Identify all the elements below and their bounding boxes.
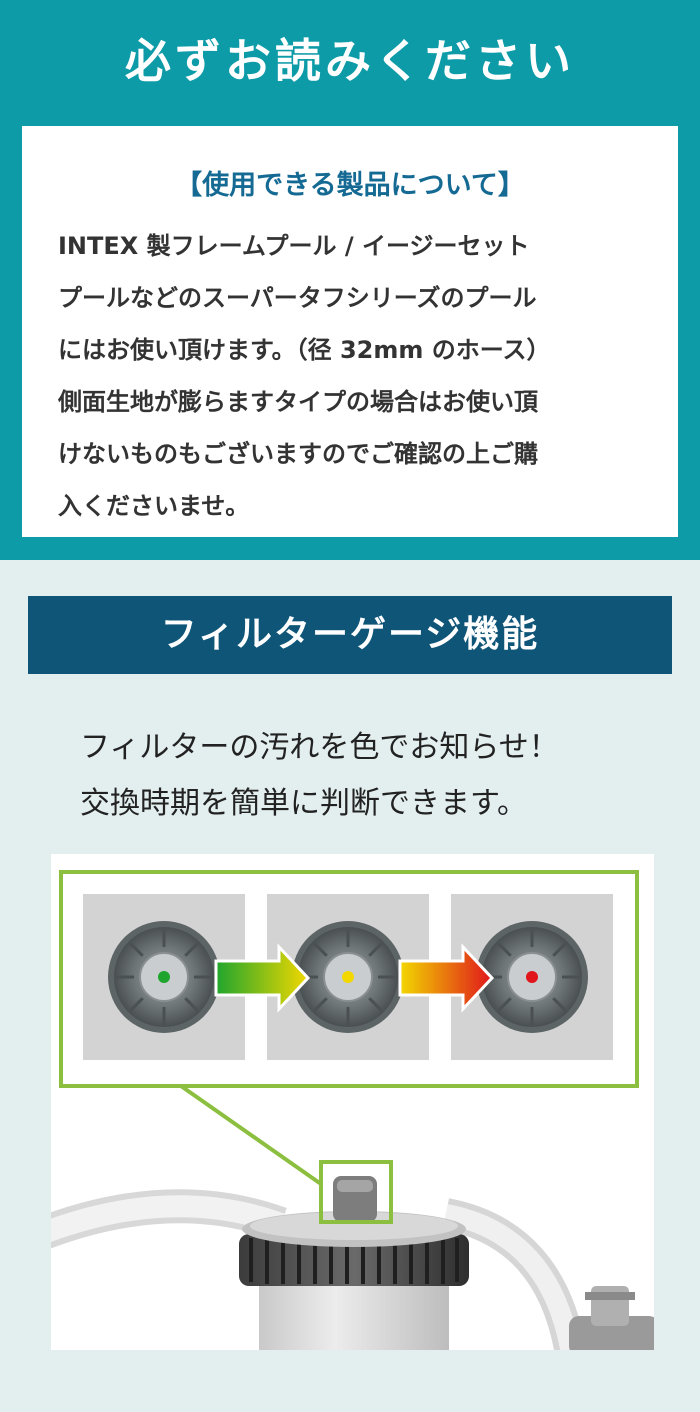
compatible-products-heading: 【使用できる製品について】 — [175, 170, 525, 201]
compatible-products-text: INTEX 製フレームプール / イージーセット プールなどのスーパータフシリー… — [58, 220, 658, 532]
feature-header: フィルターゲージ機能 — [28, 596, 672, 674]
notice-line: けないものもございますのでご確認の上ご購 — [58, 440, 538, 468]
gauge-rib — [128, 997, 144, 1013]
notice-section: 必ずお読みください 【使用できる製品について】 INTEX 製フレームプール /… — [0, 0, 700, 560]
arrow-green-to-yellow — [214, 943, 311, 1013]
notice-line: にはお使い頂けます。（径 32mm のホース） — [58, 336, 551, 364]
gauge-red-state — [451, 894, 613, 1060]
gauge-indicator-green — [158, 971, 170, 983]
notice-line: プールなどのスーパータフシリーズのプール — [58, 284, 537, 312]
feature-title: フィルターゲージ機能 — [160, 614, 540, 655]
feature-line: 交換時期を簡単に判断できます。 — [80, 786, 527, 821]
gauge-indicator-yellow — [342, 971, 354, 983]
filter-gauge-illustration — [51, 870, 654, 1350]
notice-line: 入くださいませ。 — [58, 492, 250, 520]
notice-line: 側面生地が膨らますタイプの場合はお使い頂 — [58, 388, 538, 416]
feature-description: フィルターの汚れを色でお知らせ！ 交換時期を簡単に判断できます。 — [80, 720, 660, 832]
gauge-rib — [496, 997, 512, 1013]
feature-line: フィルターの汚れを色でお知らせ！ — [80, 730, 559, 765]
gauge-rib — [184, 997, 200, 1013]
gauge-rib — [368, 997, 384, 1013]
filter-gauge-photo — [51, 854, 654, 1350]
arrow-yellow-to-red — [398, 943, 495, 1013]
gauge-rib — [368, 941, 384, 957]
notice-line: INTEX 製フレームプール / イージーセット — [58, 232, 530, 260]
gauge-rib — [496, 941, 512, 957]
gauge-rib — [312, 997, 328, 1013]
notice-title: 必ずお読みください — [125, 34, 575, 88]
gauge-rib — [312, 941, 328, 957]
filter-cartridge-illustration — [239, 1176, 469, 1350]
gauge-indicator-red — [526, 971, 538, 983]
hose-illustration — [51, 1189, 587, 1350]
gauge-rib — [552, 941, 568, 957]
gauge-rib — [552, 997, 568, 1013]
gauge-rib — [128, 941, 144, 957]
notice-box: 【使用できる製品について】 INTEX 製フレームプール / イージーセット プ… — [22, 126, 678, 537]
gauge-states — [83, 894, 613, 1060]
pump-illustration — [569, 1286, 654, 1350]
gauge-rib — [184, 941, 200, 957]
